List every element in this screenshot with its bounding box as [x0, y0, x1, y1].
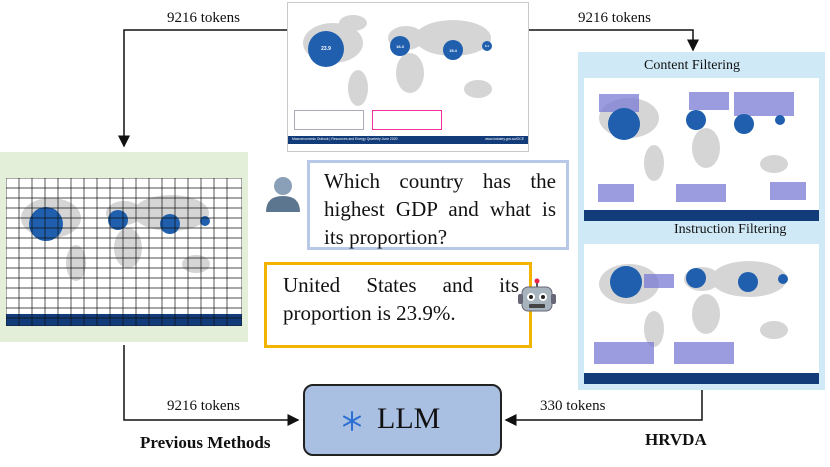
gridded-map: [6, 178, 242, 326]
footer-left-text: Macroeconomic Outlook | Resources and En…: [292, 137, 398, 141]
snowflake-icon: [343, 411, 361, 431]
content-filtered-map: [584, 78, 819, 221]
top-left-token-label: 9216 tokens: [167, 10, 240, 26]
note-box-left: [294, 110, 364, 130]
japan-bubble: 6.1: [482, 41, 492, 51]
hrvda-label: HRVDA: [645, 430, 707, 449]
india-bubble: 15.4: [443, 40, 463, 60]
llm-box: LLM: [303, 384, 502, 456]
bottom-left-token-label: 9216 tokens: [167, 398, 240, 414]
instruction-filtering-label: Instruction Filtering: [674, 222, 787, 237]
answer-box: United States and its proportion is 23.9…: [264, 262, 532, 348]
previous-methods-label: Previous Methods: [140, 433, 271, 452]
bottom-right-token-label: 330 tokens: [540, 398, 606, 414]
question-box: Which country has the highest GDP and wh…: [307, 160, 569, 250]
source-map-panel: 23.9 16.3 15.4 6.1 Macroeconomic Outlook…: [287, 2, 529, 152]
footer-right-text: www.industry.gov.au/OCE: [485, 137, 524, 141]
usa-bubble: 23.9: [308, 31, 344, 67]
hrvda-panel: Content Filtering Instruction: [578, 52, 825, 390]
answer-text: United States and its proportion is 23.9…: [283, 273, 519, 325]
top-right-token-label: 9216 tokens: [578, 10, 651, 26]
previous-methods-panel: [0, 152, 248, 342]
robot-icon: [518, 278, 556, 312]
content-filtering-label: Content Filtering: [644, 58, 741, 73]
map-footer: Macroeconomic Outlook | Resources and En…: [288, 136, 528, 144]
china-bubble: 16.3: [390, 36, 410, 56]
llm-label: LLM: [377, 402, 441, 435]
instruction-filtered-map: [584, 244, 819, 384]
note-box-right: [372, 110, 442, 130]
question-text: Which country has the highest GDP and wh…: [324, 169, 556, 249]
user-icon: [266, 177, 300, 212]
